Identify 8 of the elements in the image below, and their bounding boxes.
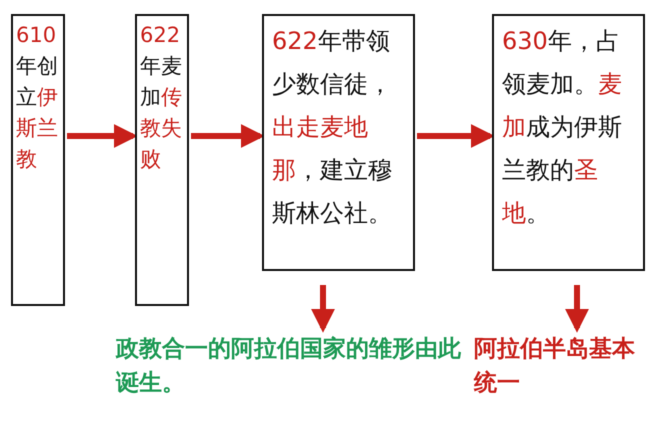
event-box: 622 年麦加传教失败 <box>135 14 189 306</box>
result-text: 阿拉伯半岛基本统一 <box>474 332 656 400</box>
event-box: 610 年创立伊斯兰教 <box>11 14 65 306</box>
arrow <box>311 285 335 333</box>
result-text: 政教合一的阿拉伯国家的雏形由此诞生。 <box>116 332 466 400</box>
event-box: 622年带领少数信徒， 出走麦地那，建立穆斯林公社。 <box>262 14 415 271</box>
event-box: 630年，占领麦加。麦加成为伊斯兰教的圣地。 <box>492 14 645 271</box>
arrow <box>565 285 589 333</box>
